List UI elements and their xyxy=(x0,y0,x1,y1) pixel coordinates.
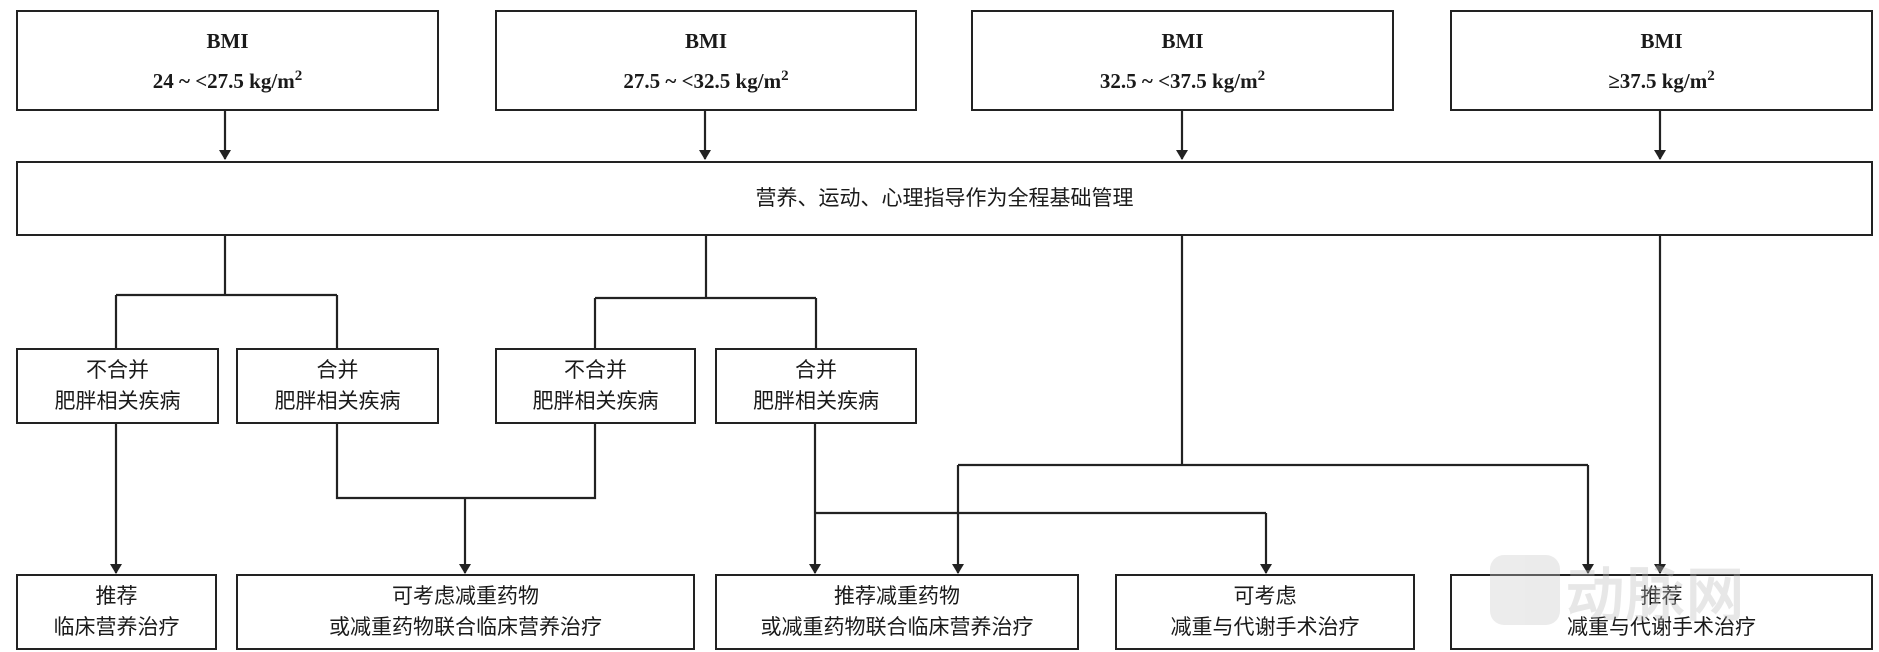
treatment-line1: 可考虑减重药物 xyxy=(392,584,539,608)
comorbidity-line1: 合并 xyxy=(795,358,837,382)
comorbidity-line1: 不合并 xyxy=(86,358,149,382)
comorbidity-box-4: 合并 肥胖相关疾病 xyxy=(715,348,917,424)
treatment-line2: 临床营养治疗 xyxy=(53,615,180,639)
comorbidity-line2: 肥胖相关疾病 xyxy=(54,389,181,413)
treatment-line2: 或减重药物联合临床营养治疗 xyxy=(760,615,1034,639)
merge-to-consider-drugs xyxy=(335,424,597,573)
bmi-label: BMI xyxy=(1161,28,1204,53)
treatment-line1: 可考虑 xyxy=(1233,584,1297,608)
treatment-line1: 推荐减重药物 xyxy=(834,584,960,608)
bmi-range: ≥37.5 kg/m2 xyxy=(1608,67,1715,93)
watermark: 动脉网 xyxy=(1490,548,1746,632)
watermark-logo-icon xyxy=(1490,555,1560,625)
bmi-label: BMI xyxy=(206,28,249,53)
treatment-line2: 减重与代谢手术治疗 xyxy=(1170,615,1360,639)
treatment-box-5: 推荐 减重与代谢手术治疗 xyxy=(1450,574,1873,650)
bmi-range: 24 ~ <27.5 kg/m2 xyxy=(152,67,303,93)
treatment-box-2: 可考虑减重药物 或减重药物联合临床营养治疗 xyxy=(236,574,695,650)
bmi-range: 27.5 ~ <32.5 kg/m2 xyxy=(623,67,789,93)
comorbidity-box-3: 不合并 肥胖相关疾病 xyxy=(495,348,696,424)
comorbidity-line2: 肥胖相关疾病 xyxy=(274,389,401,413)
watermark-text: 动脉网 xyxy=(1566,561,1747,629)
comorbidity-box-1: 不合并 肥胖相关疾病 xyxy=(16,348,219,424)
treatment-line1: 推荐 xyxy=(1640,584,1683,608)
bmi-label: BMI xyxy=(1640,28,1683,53)
base-management-text: 营养、运动、心理指导作为全程基础管理 xyxy=(755,186,1134,210)
comorbidity-box-2: 合并 肥胖相关疾病 xyxy=(236,348,439,424)
base-management-box: 营养、运动、心理指导作为全程基础管理 xyxy=(16,161,1873,236)
comorbidity-line2: 肥胖相关疾病 xyxy=(532,389,659,413)
bmi-label: BMI xyxy=(685,28,727,53)
branch-group-2 xyxy=(593,236,818,348)
bmi-box-3: BMI 32.5 ~ <37.5 kg/m2 xyxy=(971,10,1394,111)
bmi-box-1: BMI 24 ~ <27.5 kg/m2 xyxy=(16,10,439,111)
comorbidity-line2: 肥胖相关疾病 xyxy=(753,389,879,413)
branch-group-1 xyxy=(114,236,339,348)
bmi-range: 32.5 ~ <37.5 kg/m2 xyxy=(1099,67,1266,93)
comorbidity-line1: 合并 xyxy=(316,358,359,382)
treatment-line2: 或减重药物联合临床营养治疗 xyxy=(329,615,602,639)
treatment-box-3: 推荐减重药物 或减重药物联合临床营养治疗 xyxy=(715,574,1079,650)
bmi-box-2: BMI 27.5 ~ <32.5 kg/m2 xyxy=(495,10,917,111)
treatment-line2: 减重与代谢手术治疗 xyxy=(1567,615,1756,639)
treatment-box-1: 推荐 临床营养治疗 xyxy=(16,574,217,650)
treatment-box-4: 可考虑 减重与代谢手术治疗 xyxy=(1115,574,1415,650)
comorbidity-line1: 不合并 xyxy=(564,358,627,382)
bmi-box-4: BMI ≥37.5 kg/m2 xyxy=(1450,10,1873,111)
treatment-line1: 推荐 xyxy=(95,584,138,608)
